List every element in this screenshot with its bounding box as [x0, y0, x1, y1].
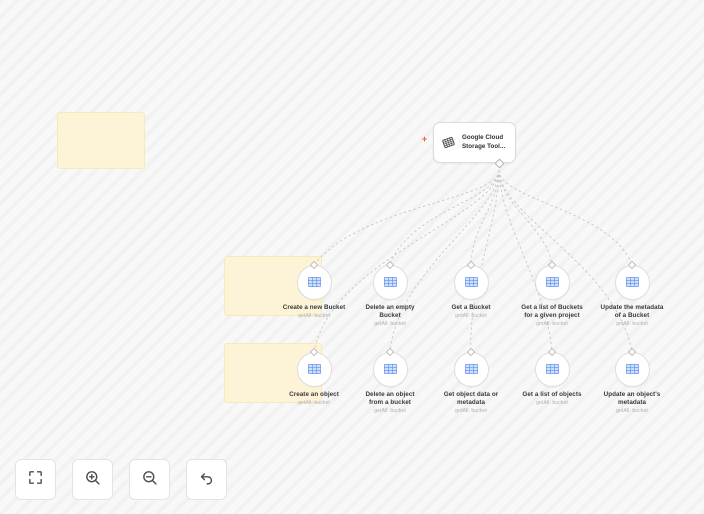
operation-node-title: Get a list of objects [522, 391, 582, 398]
operation-node-subtitle: getAll: bucket [536, 400, 568, 407]
operation-node-subtitle: getAll: bucket [536, 320, 568, 327]
operation-node-title: Create a new Bucket [282, 304, 346, 311]
operation-node-circle[interactable] [453, 347, 489, 387]
operation-node-circle[interactable] [372, 347, 408, 387]
operation-node-input-port[interactable] [547, 347, 556, 357]
operation-node-subtitle: getAll: bucket [616, 320, 648, 327]
edge-to-create-a-new-bucket [313, 169, 500, 266]
operation-node-circle[interactable] [453, 260, 489, 300]
fit-to-view-button[interactable] [15, 459, 56, 500]
operation-node-input-port[interactable] [547, 260, 556, 270]
operation-node-circle[interactable] [296, 260, 332, 300]
operation-node-get-a-bucket[interactable]: Get a Bucket getAll: bucket [423, 260, 519, 320]
google-cloud-storage-icon [440, 134, 457, 151]
google-cloud-storage-tool-node[interactable]: Google Cloud Storage Tool... [433, 122, 516, 163]
operation-node-circle[interactable] [614, 347, 650, 387]
operation-node-subtitle: getAll: bucket [298, 400, 330, 407]
operation-node-input-port[interactable] [627, 260, 636, 270]
operation-node-subtitle: getAll: bucket [374, 407, 406, 414]
operation-node-subtitle: getAll: bucket [298, 313, 330, 320]
operation-node-title: Get a Bucket [451, 304, 491, 311]
operation-node-subtitle: getAll: bucket [455, 407, 487, 414]
edge-to-get-object-data-or-metadata [470, 169, 500, 353]
operation-node-circle[interactable] [296, 347, 332, 387]
zoom-out-button[interactable] [129, 459, 170, 500]
tool-node-label: Google Cloud Storage Tool... [462, 134, 506, 150]
zoom-in-icon [84, 469, 101, 491]
operation-node-circle[interactable] [534, 347, 570, 387]
zoom-in-button[interactable] [72, 459, 113, 500]
bucket-icon [307, 361, 321, 379]
zoom-out-icon [141, 469, 158, 491]
operation-node-circle[interactable] [534, 260, 570, 300]
fit-screen-icon [27, 469, 44, 491]
operation-node-create-a-new-bucket[interactable]: Create a new Bucket getAll: bucket [266, 260, 362, 320]
operation-node-input-port[interactable] [627, 347, 636, 357]
bucket-icon [625, 274, 639, 292]
operation-node-input-port[interactable] [385, 347, 394, 357]
edge-to-get-a-list-of-buckets [498, 169, 553, 266]
operation-node-subtitle: getAll: bucket [455, 313, 487, 320]
operation-node-input-port[interactable] [466, 347, 475, 357]
operation-node-get-a-list-of-objects[interactable]: Get a list of objects getAll: bucket [504, 347, 600, 407]
bucket-icon [545, 274, 559, 292]
edge-to-delete-an-empty-bucket [389, 169, 500, 266]
operation-node-circle[interactable] [372, 260, 408, 300]
add-connection-icon[interactable]: + [421, 134, 428, 144]
bucket-icon [307, 274, 321, 292]
operation-node-circle[interactable] [614, 260, 650, 300]
operation-node-subtitle: getAll: bucket [616, 407, 648, 414]
operation-node-subtitle: getAll: bucket [374, 320, 406, 327]
edge-to-get-a-bucket [470, 169, 500, 266]
operation-node-title: Create an object [289, 391, 339, 398]
bucket-icon [464, 274, 478, 292]
canvas-toolbar [15, 459, 227, 500]
bucket-icon [545, 361, 559, 379]
undo-arrow-icon [198, 469, 215, 491]
bucket-icon [464, 361, 478, 379]
bucket-icon [383, 274, 397, 292]
reset-zoom-button[interactable] [186, 459, 227, 500]
bucket-icon [383, 361, 397, 379]
edge-to-update-the-metadata-of-a-bucket [498, 169, 633, 266]
sticky-note[interactable] [57, 112, 145, 169]
operation-node-create-an-object[interactable]: Create an object getAll: bucket [266, 347, 362, 407]
bucket-icon [625, 361, 639, 379]
operation-node-input-port[interactable] [385, 260, 394, 270]
operation-node-input-port[interactable] [466, 260, 475, 270]
